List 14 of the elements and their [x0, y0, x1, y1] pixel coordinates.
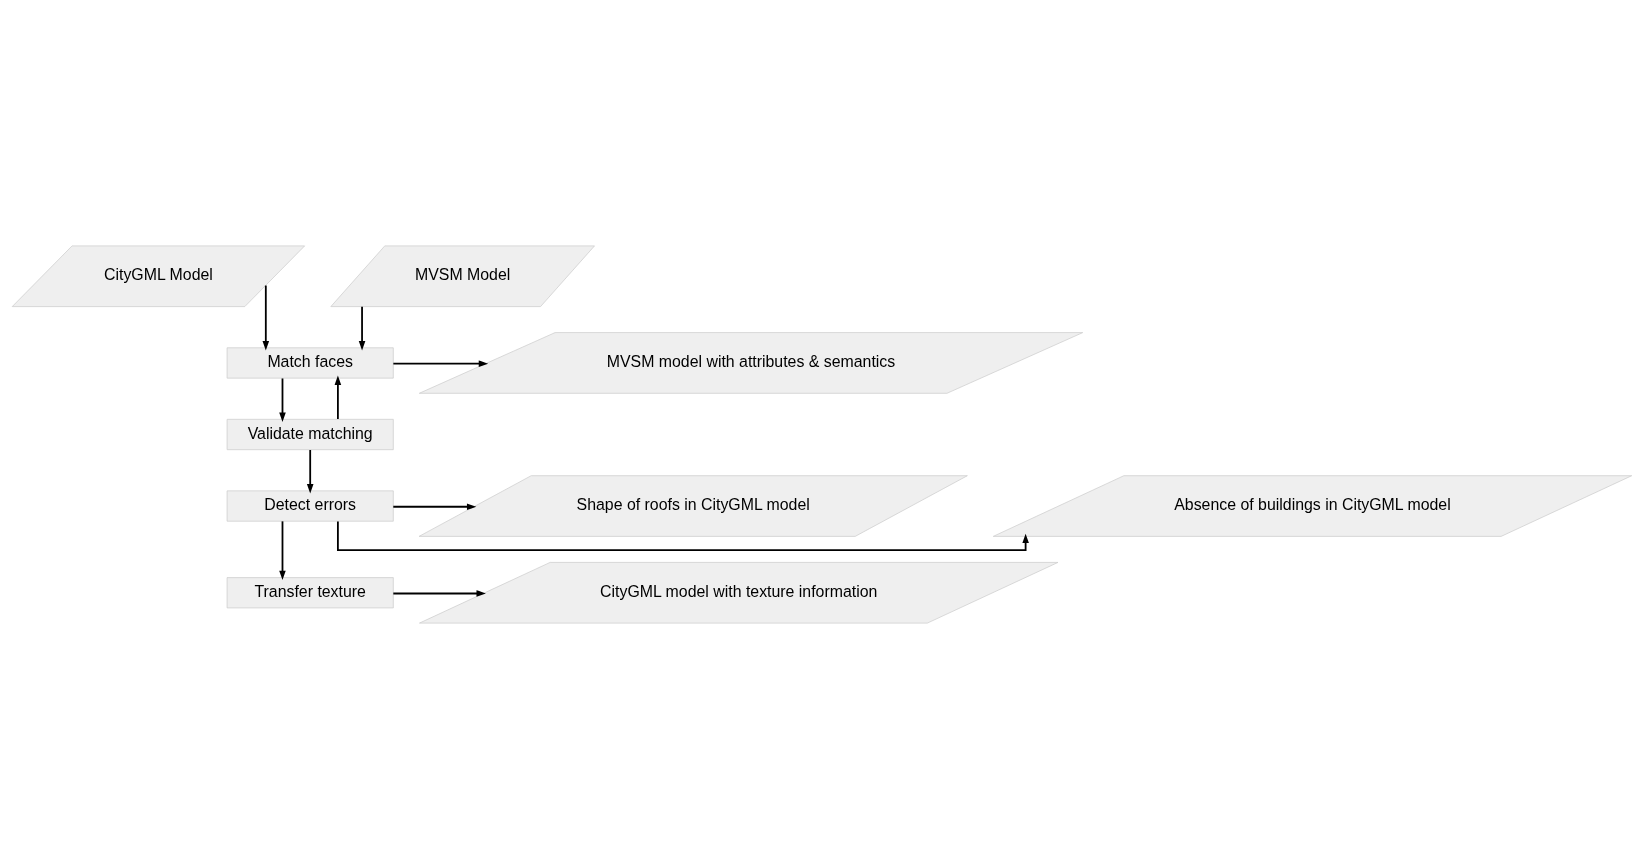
arrow	[392, 502, 477, 510]
arrow	[334, 374, 342, 420]
arrow	[306, 448, 314, 494]
node-box: Match faces	[226, 346, 394, 378]
arrow	[358, 305, 366, 350]
arrow	[279, 519, 286, 580]
node-box: Transfer texture	[226, 576, 394, 608]
arrow	[262, 284, 270, 350]
arrow	[392, 359, 489, 367]
node-box: Detect errors	[226, 490, 394, 522]
node-box: Validate matching	[226, 418, 394, 450]
arrow	[392, 589, 486, 597]
arrow	[279, 377, 286, 422]
arrow	[337, 520, 1029, 551]
